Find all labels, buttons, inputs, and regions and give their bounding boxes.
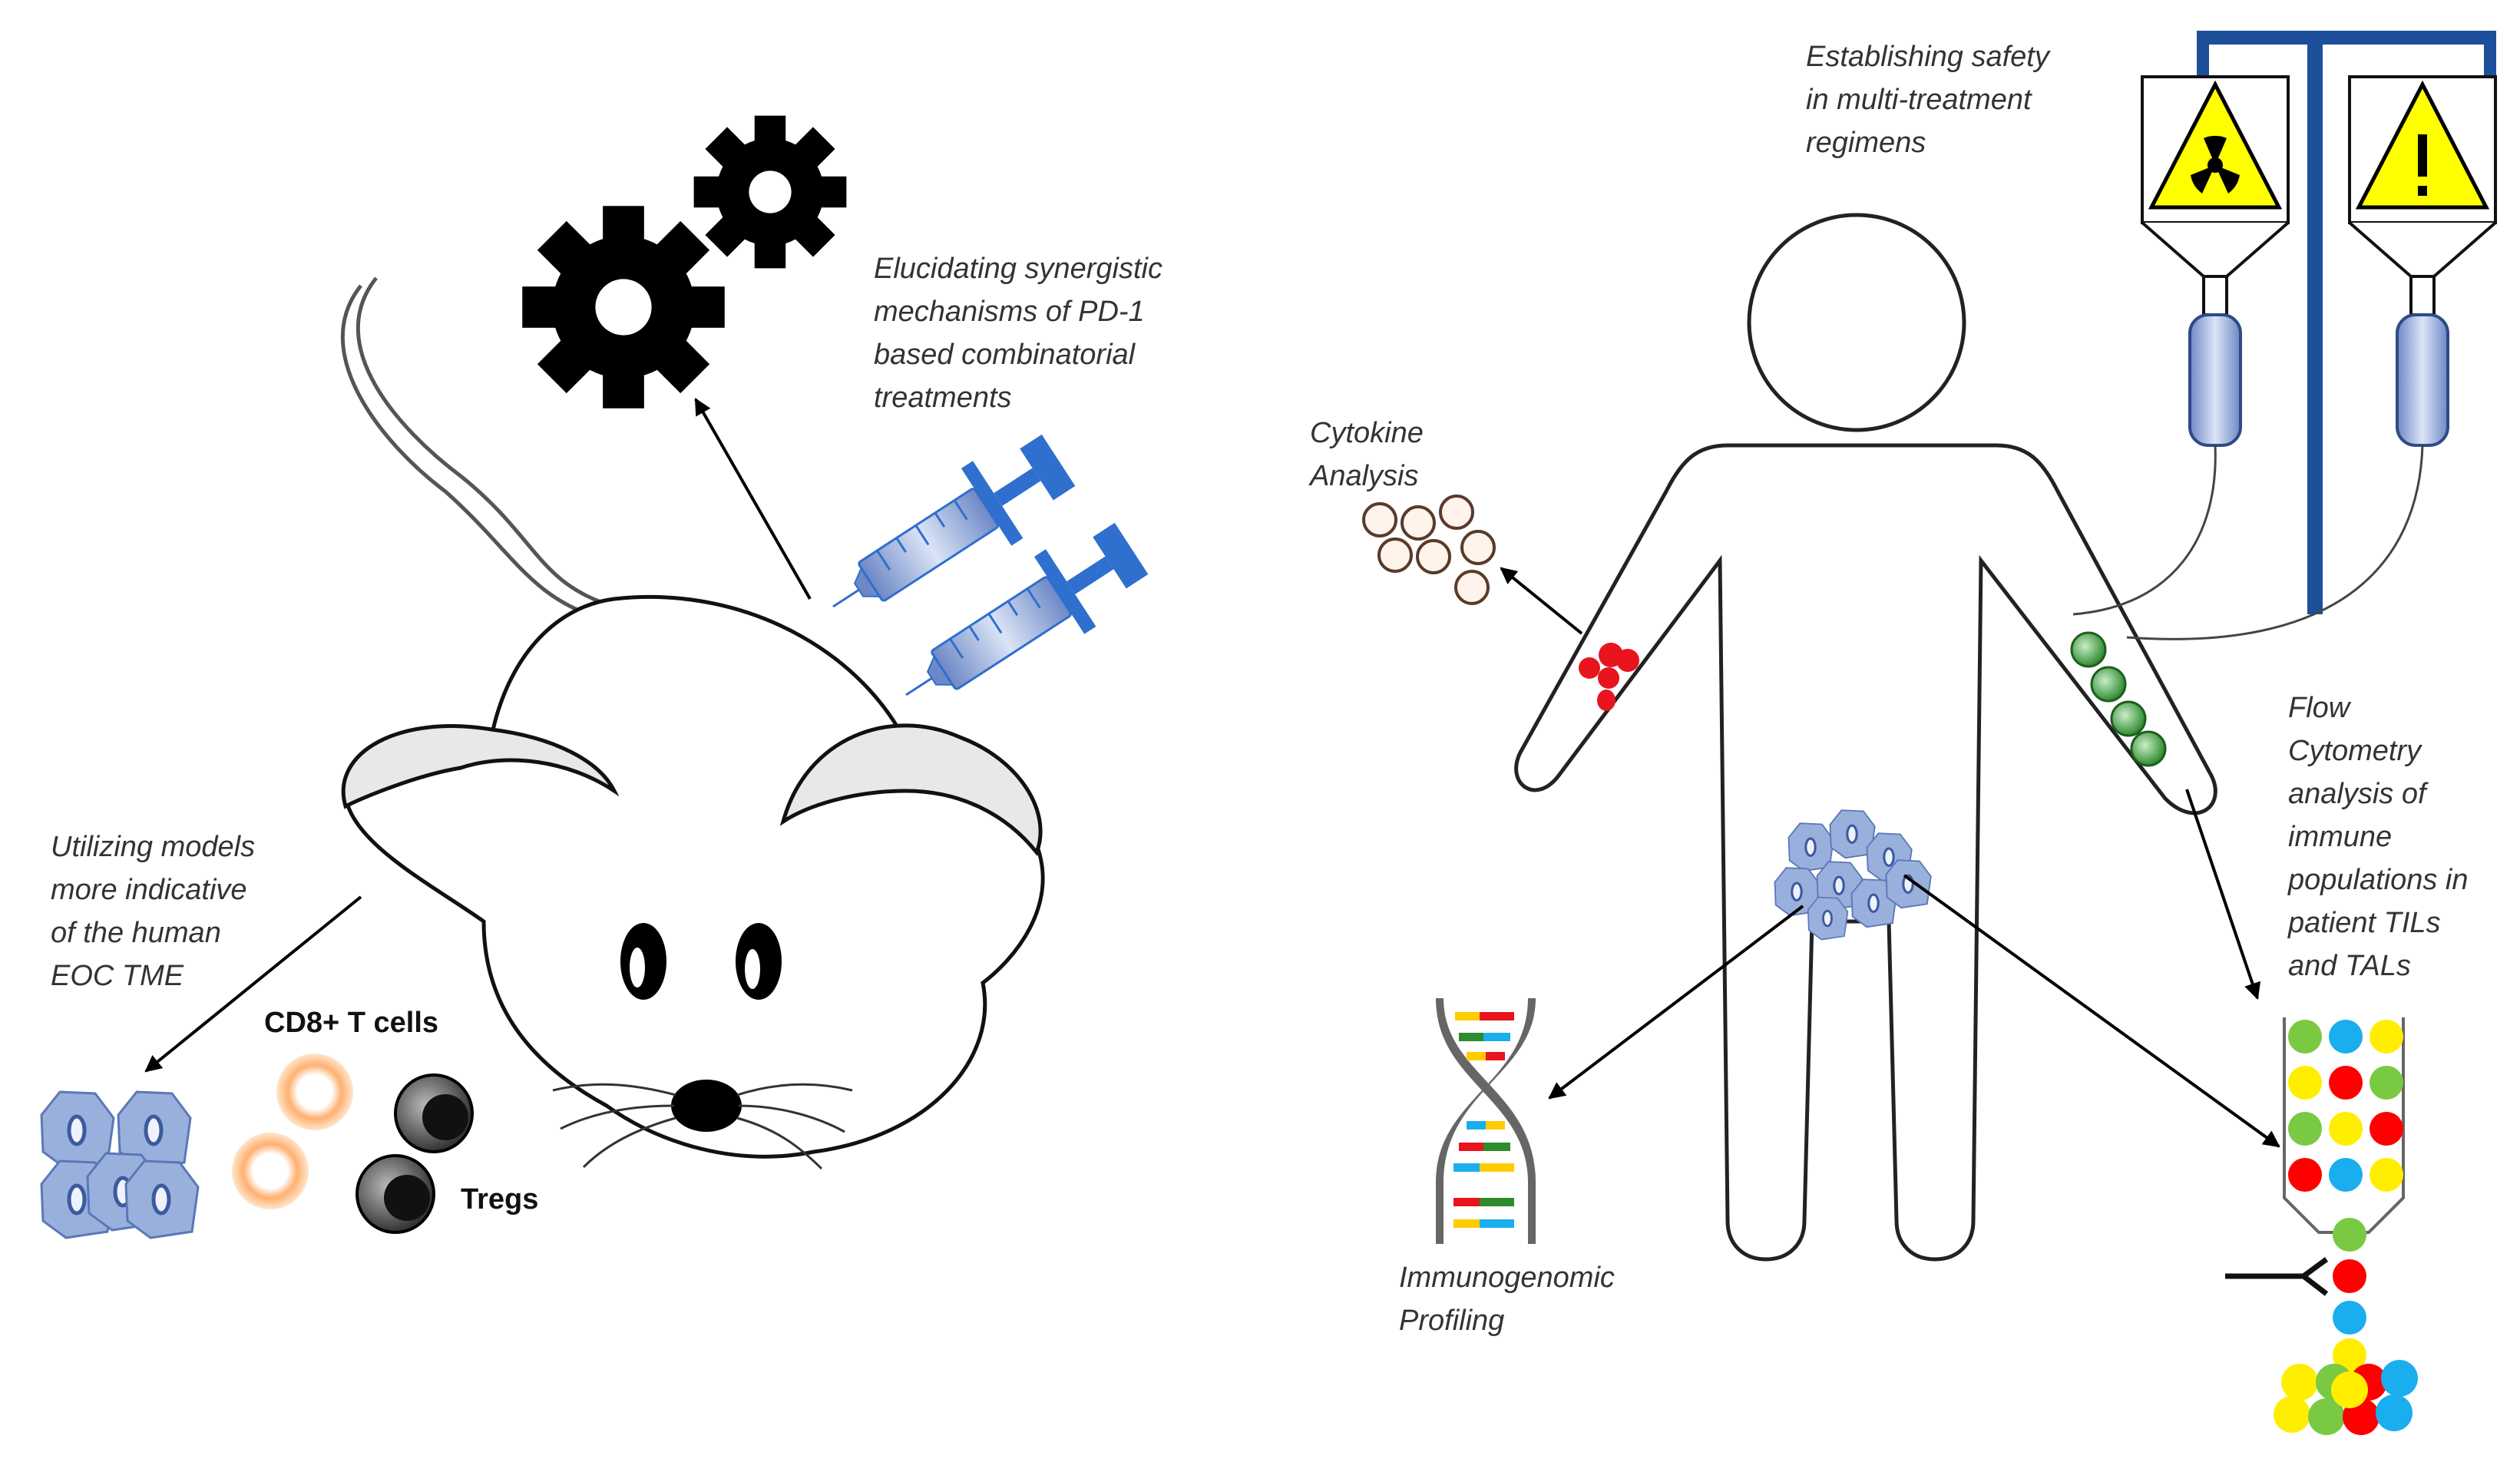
label-cytokine: Cytokine Analysis	[1310, 417, 1424, 492]
arrow-arm-to-flow	[2185, 789, 2261, 1001]
cytokine-blood-sample	[1579, 643, 1639, 711]
arrow-tumor-to-flow	[1903, 874, 2280, 1148]
iv-bag-radiation	[2141, 75, 2290, 447]
label-synergy: Elucidating synergistic mechanisms of PD…	[874, 253, 1162, 414]
dna-icon	[1436, 998, 1536, 1244]
iv-pole	[2197, 31, 2496, 614]
cd8-t-cells	[232, 1054, 353, 1209]
arrow-tumor-to-dna	[1548, 905, 1804, 1100]
label-tregs: Tregs	[461, 1183, 539, 1216]
radiation-hazard-icon	[2148, 80, 2283, 210]
warning-icon	[2355, 80, 2490, 210]
human-illustration	[1514, 213, 2217, 1262]
arrow-blood-to-cytokine	[1500, 567, 1583, 635]
label-models: Utilizing models more indicative of the …	[51, 831, 256, 992]
arrow-mouse-to-tumor	[144, 895, 362, 1073]
mouse-illustration	[340, 276, 1045, 1170]
iv-line-2	[2126, 445, 2424, 640]
label-immunogenomic: Immunogenomic Profiling	[1399, 1262, 1615, 1337]
cytokine-beads	[1362, 495, 1496, 605]
label-flow-cytometry: Flow Cytometry analysis of immune popula…	[2288, 692, 2469, 982]
arrow-mouse-to-gears	[694, 398, 812, 600]
flow-cytometry-column	[2225, 1017, 2418, 1435]
label-cd8-t-cells: CD8+ T cells	[264, 1007, 439, 1039]
peripheral-immune-cells	[2070, 631, 2167, 767]
iv-bag-warning	[2348, 75, 2497, 447]
iv-line-1	[2072, 445, 2217, 616]
gear-icon	[522, 115, 847, 408]
label-safety: Establishing safety in multi-treatment r…	[1806, 41, 2049, 159]
mouse-tumor-cells	[41, 1092, 198, 1238]
treg-cells	[356, 1073, 474, 1234]
